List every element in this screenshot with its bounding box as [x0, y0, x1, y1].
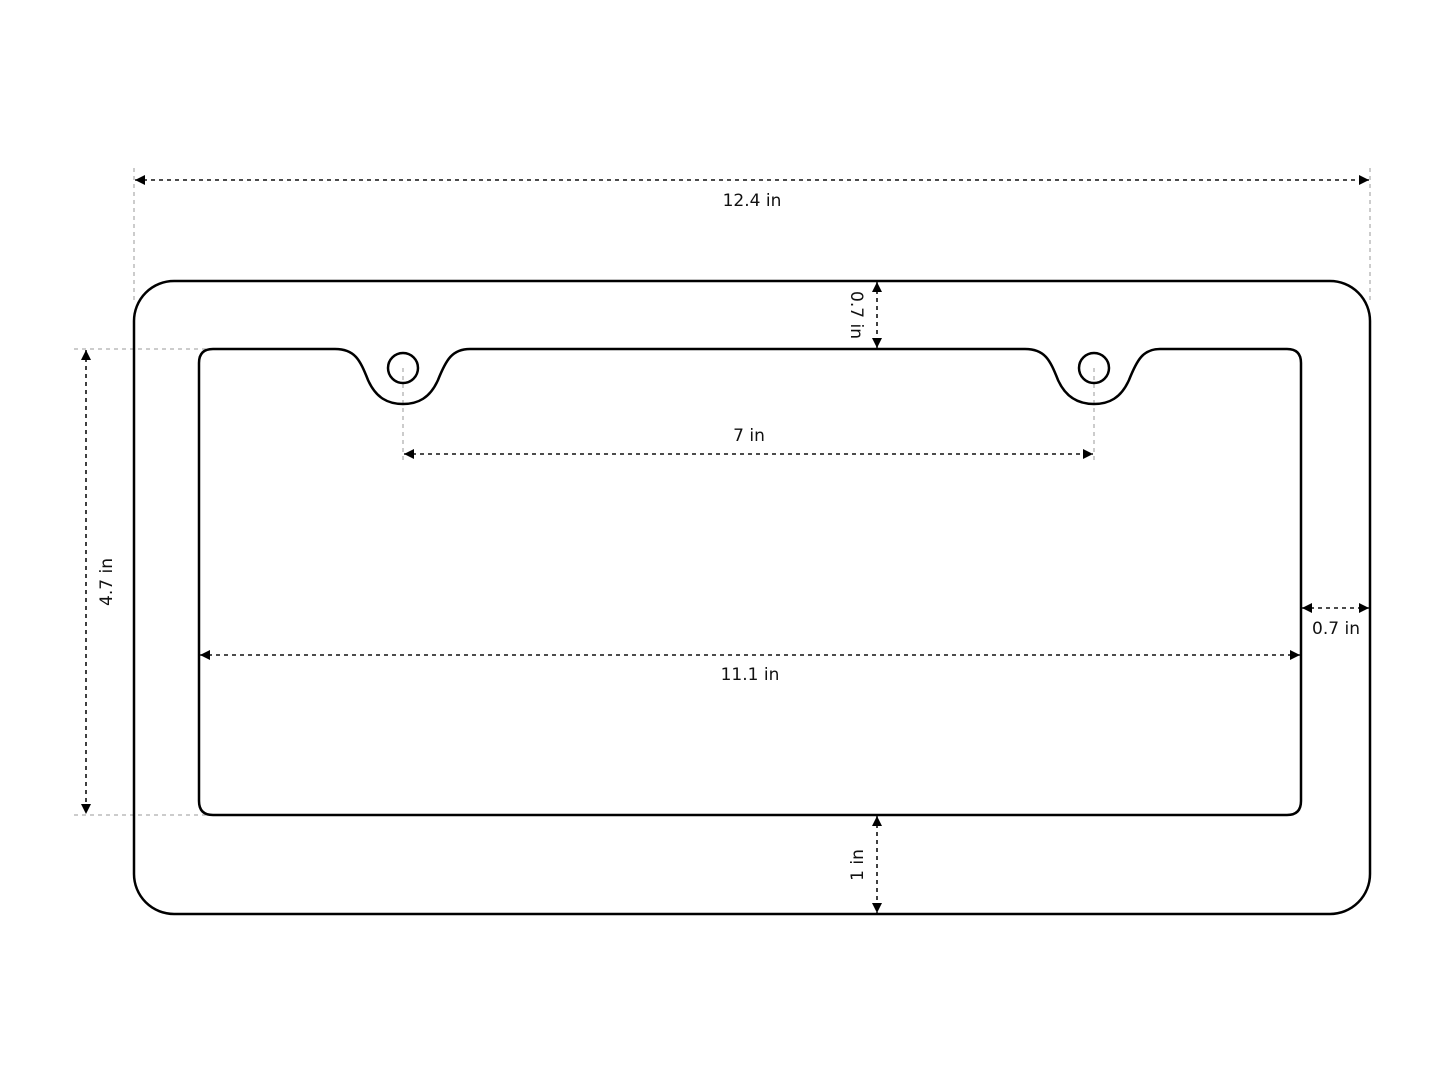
mounting-hole-right — [1077, 351, 1111, 385]
label-opening-width: 11.1 in — [721, 665, 780, 685]
outer-frame — [132, 279, 1372, 916]
label-hole-spacing: 7 in — [733, 426, 765, 446]
label-top-border: 0.7 in — [846, 291, 866, 339]
label-bottom-border: 1 in — [848, 849, 868, 881]
inner-opening — [197, 347, 1303, 817]
extension-lines — [74, 168, 1371, 816]
label-side-border: 0.7 in — [1312, 619, 1360, 639]
mounting-hole-left — [386, 351, 420, 385]
label-overall-width: 12.4 in — [723, 191, 782, 211]
label-opening-height: 4.7 in — [97, 558, 117, 606]
